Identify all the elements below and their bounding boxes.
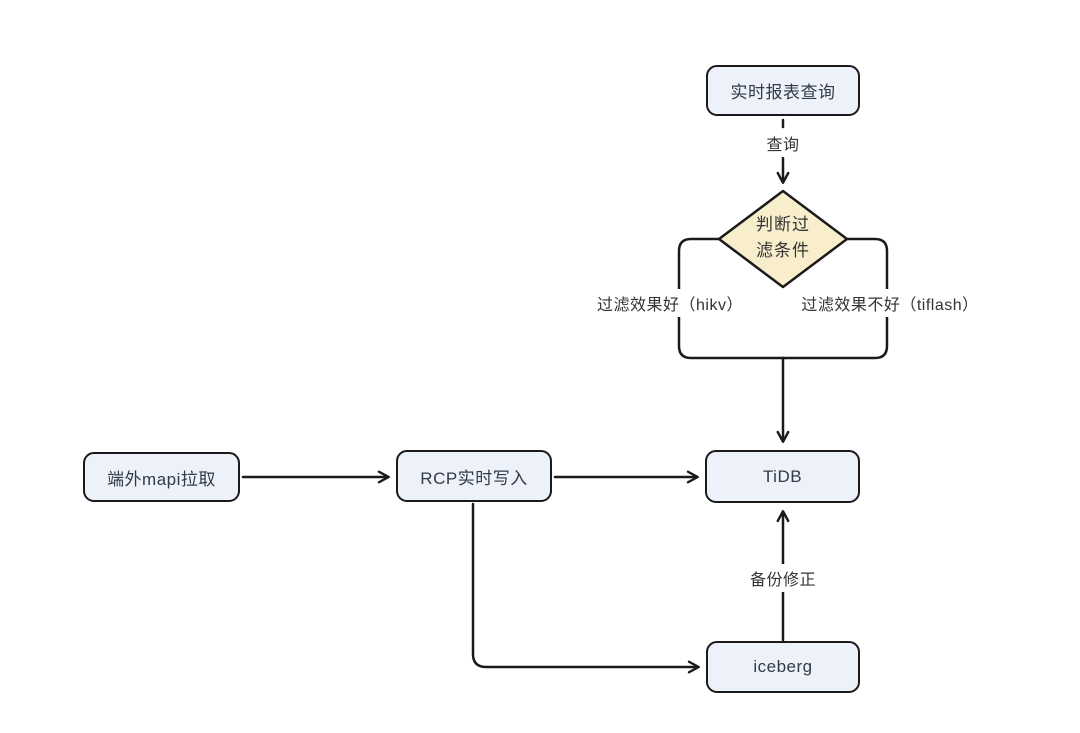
node-iceberg-label: iceberg: [753, 657, 813, 676]
node-iceberg: iceberg: [706, 641, 860, 693]
node-mapi-pull: 端外mapi拉取: [83, 452, 240, 502]
decision-diamond: [717, 189, 849, 289]
node-tidb-label: TiDB: [762, 466, 803, 486]
decision-label-line1: 判断过: [756, 215, 810, 234]
edge-label-query: 查询: [761, 129, 805, 157]
decision-label-line2: 滤条件: [756, 241, 810, 260]
node-report-query-label: 实时报表查询: [730, 83, 836, 102]
edge-label-filter-bad: 过滤效果不好（tiflash）: [796, 289, 984, 317]
node-report-query: 实时报表查询: [706, 65, 860, 116]
node-rcp-write-label: RCP实时写入: [420, 468, 528, 488]
decision-diamond-label: 判断过 滤条件: [723, 212, 843, 264]
edge-label-backup-fix: 备份修正: [744, 564, 822, 592]
edge-rcp-to-iceberg: [471, 502, 700, 674]
node-mapi-pull-label: 端外mapi拉取: [107, 469, 216, 489]
edge-label-filter-good: 过滤效果好（hikv）: [592, 289, 748, 317]
node-rcp-write: RCP实时写入: [396, 450, 552, 502]
node-tidb: TiDB: [705, 450, 860, 503]
